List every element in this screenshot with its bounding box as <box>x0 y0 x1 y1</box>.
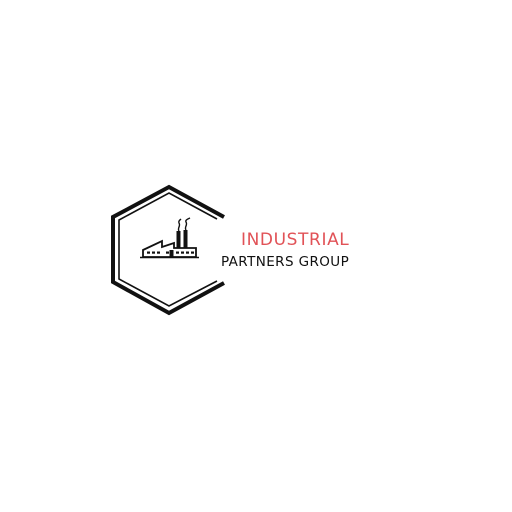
smoke-puff-right <box>184 217 191 231</box>
hexagon-inner-stroke <box>118 192 218 307</box>
brand-name-line-1: INDUSTRIAL <box>241 230 350 250</box>
chimney-left <box>176 231 181 248</box>
brand-name-line-2: PARTNERS GROUP <box>221 254 350 270</box>
factory-window <box>181 251 184 254</box>
factory-window <box>176 251 179 254</box>
factory-window <box>191 251 194 254</box>
smoke-puff-left <box>177 218 182 232</box>
factory-window <box>152 251 155 254</box>
hexagon-frame-icon <box>111 184 225 316</box>
factory-window <box>147 251 150 254</box>
factory-door <box>169 250 174 257</box>
chimney-right <box>183 230 188 248</box>
factory-window <box>157 251 160 254</box>
factory-window <box>186 251 189 254</box>
factory-icon <box>140 217 199 259</box>
hexagon-outer-stroke <box>111 184 225 316</box>
factory-window <box>166 251 169 254</box>
